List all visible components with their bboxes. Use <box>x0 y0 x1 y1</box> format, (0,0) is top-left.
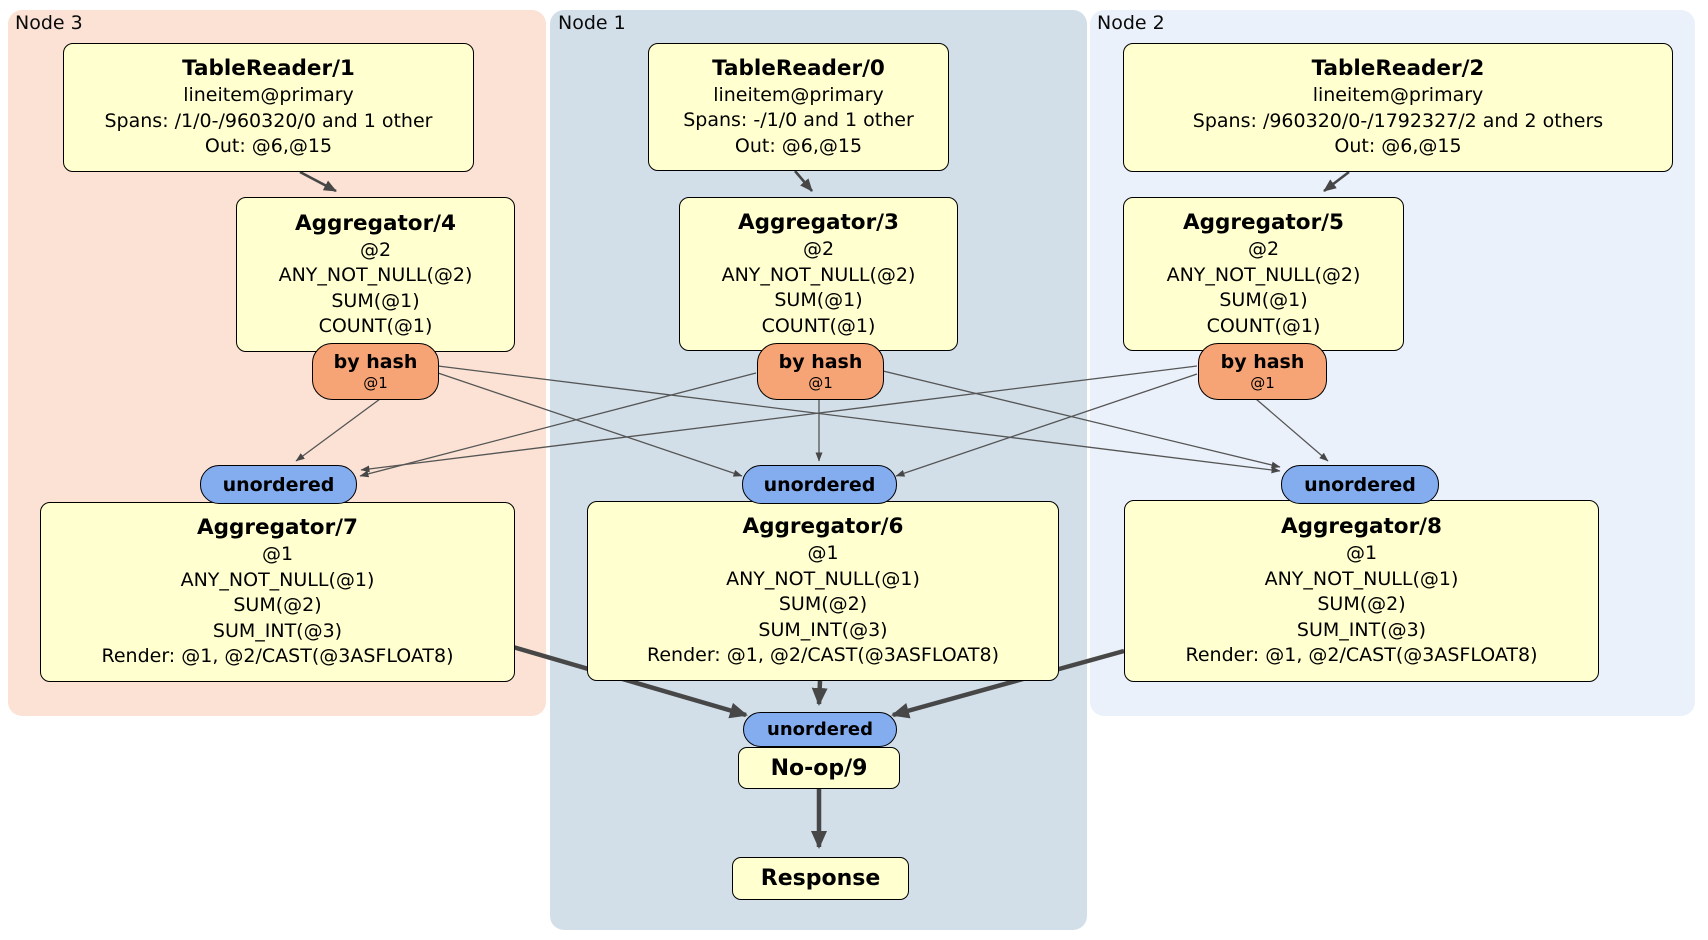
processor-detail: @2 <box>802 238 835 260</box>
processor-aggregator-7: Aggregator/7 @1 ANY_NOT_NULL(@1) SUM(@2)… <box>40 502 515 682</box>
processor-detail: COUNT(@1) <box>1206 314 1321 337</box>
processor-aggregator-5: Aggregator/5 @2 ANY_NOT_NULL(@2) SUM(@1)… <box>1123 197 1404 351</box>
processor-detail: Out: @6,@15 <box>1334 135 1462 158</box>
edge-router3-to-sync1 <box>437 372 743 477</box>
processor-detail: SUM_INT(@3) <box>212 619 343 642</box>
router-by-hash-node2: by hash @1 <box>1198 343 1327 400</box>
router-columns: @1 <box>363 374 388 392</box>
processor-detail: Render: @1, @2/CAST(@3ASFLOAT8) <box>101 645 454 668</box>
processor-detail: ANY_NOT_NULL(@2) <box>721 263 916 286</box>
router-label: by hash <box>1220 351 1305 373</box>
edge-agg8-to-final-sync <box>891 648 1125 719</box>
processor-detail: ANY_NOT_NULL(@2) <box>1166 263 1361 286</box>
processor-title: Aggregator/7 <box>197 515 358 541</box>
router-label: by hash <box>333 351 418 373</box>
processor-detail: SUM(@2) <box>233 594 322 617</box>
processor-detail: Spans: /960320/0-/1792327/2 and 2 others <box>1192 109 1604 132</box>
processor-aggregator-3: Aggregator/3 @2 ANY_NOT_NULL(@2) SUM(@1)… <box>679 197 958 351</box>
processor-detail: ANY_NOT_NULL(@1) <box>180 568 375 591</box>
processor-detail: ANY_NOT_NULL(@2) <box>278 264 473 286</box>
processor-title: Aggregator/4 <box>295 210 456 236</box>
processor-title: Aggregator/6 <box>742 514 904 540</box>
edge-router2-to-sync1 <box>895 373 1198 477</box>
edge-router3-to-sync3 <box>295 398 381 462</box>
processor-detail: Spans: -/1/0 and 1 other <box>683 109 914 132</box>
edge-agg7-to-final-sync <box>512 644 748 719</box>
processor-detail: Out: @6,@15 <box>204 135 333 158</box>
edge-router1-to-sync2 <box>882 370 1281 469</box>
node2-label: Node 2 <box>1097 12 1165 34</box>
edge-router3-to-sync2 <box>437 365 1281 474</box>
processor-title: Aggregator/8 <box>1281 514 1442 540</box>
processor-detail: COUNT(@1) <box>318 315 433 337</box>
node1-label: Node 1 <box>558 12 626 34</box>
processor-detail: lineitem@primary <box>713 83 884 106</box>
edge-agg6-to-final-sync <box>811 680 828 706</box>
processor-aggregator-4: Aggregator/4 @2 ANY_NOT_NULL(@2) SUM(@1)… <box>236 197 515 352</box>
sync-unordered-node3: unordered <box>200 465 357 504</box>
processor-detail: @1 <box>261 543 294 566</box>
processor-detail: @1 <box>807 542 839 565</box>
response-node: Response <box>732 857 909 900</box>
processor-noop: No-op/9 <box>738 747 900 789</box>
processor-detail: Spans: /1/0-/960320/0 and 1 other <box>104 109 433 132</box>
processor-detail: @2 <box>1247 238 1280 260</box>
processor-aggregator-6: Aggregator/6 @1 ANY_NOT_NULL(@1) SUM(@2)… <box>587 501 1059 681</box>
edge-router2-to-sync3 <box>360 365 1198 473</box>
sync-unordered-node1: unordered <box>742 465 897 504</box>
router-label: by hash <box>778 351 863 373</box>
edge-tr2-to-agg5 <box>1323 170 1350 193</box>
processor-title: TableReader/2 <box>1311 56 1485 82</box>
node3-label: Node 3 <box>15 12 83 34</box>
processor-detail: lineitem@primary <box>183 84 354 107</box>
processor-detail: SUM_INT(@3) <box>1296 618 1427 641</box>
processor-title: TableReader/0 <box>712 55 885 81</box>
sync-unordered-final: unordered <box>743 712 897 747</box>
router-columns: @1 <box>808 374 833 392</box>
sync-unordered-node2: unordered <box>1281 465 1439 504</box>
processor-detail: SUM(@1) <box>774 289 863 311</box>
processor-tablereader-2: TableReader/2 lineitem@primary Spans: /9… <box>1123 43 1673 172</box>
router-by-hash-node1: by hash @1 <box>757 343 884 400</box>
router-columns: @1 <box>1250 374 1275 392</box>
processor-detail: @1 <box>1345 542 1378 565</box>
edge-tr0-to-agg3 <box>794 170 813 192</box>
processor-tablereader-1: TableReader/1 lineitem@primary Spans: /1… <box>63 43 474 172</box>
processor-detail: @2 <box>359 238 392 261</box>
processor-detail: SUM(@2) <box>778 593 868 616</box>
processor-detail: SUM_INT(@3) <box>758 618 888 641</box>
processor-tablereader-0: TableReader/0 lineitem@primary Spans: -/… <box>648 43 949 171</box>
processor-detail: Render: @1, @2/CAST(@3ASFLOAT8) <box>1185 644 1538 667</box>
router-by-hash-node3: by hash @1 <box>312 343 439 400</box>
processor-title: Aggregator/5 <box>1183 210 1344 235</box>
edge-router2-to-sync2 <box>1255 398 1329 462</box>
processor-detail: ANY_NOT_NULL(@1) <box>726 567 920 590</box>
edge-router1-to-sync3 <box>359 372 757 478</box>
processor-detail: ANY_NOT_NULL(@1) <box>1264 567 1459 590</box>
processor-title: TableReader/1 <box>182 56 355 82</box>
edge-tr1-to-agg4 <box>299 170 337 193</box>
processor-title: Aggregator/3 <box>738 210 899 235</box>
processor-detail: lineitem@primary <box>1312 84 1484 107</box>
processor-detail: COUNT(@1) <box>761 314 876 337</box>
processor-detail: SUM(@2) <box>1317 593 1406 616</box>
processor-aggregator-8: Aggregator/8 @1 ANY_NOT_NULL(@1) SUM(@2)… <box>1124 500 1599 682</box>
processor-detail: SUM(@1) <box>1219 289 1308 311</box>
processor-detail: Render: @1, @2/CAST(@3ASFLOAT8) <box>647 644 999 667</box>
processor-detail: Out: @6,@15 <box>734 134 863 157</box>
processor-detail: SUM(@1) <box>331 289 420 312</box>
